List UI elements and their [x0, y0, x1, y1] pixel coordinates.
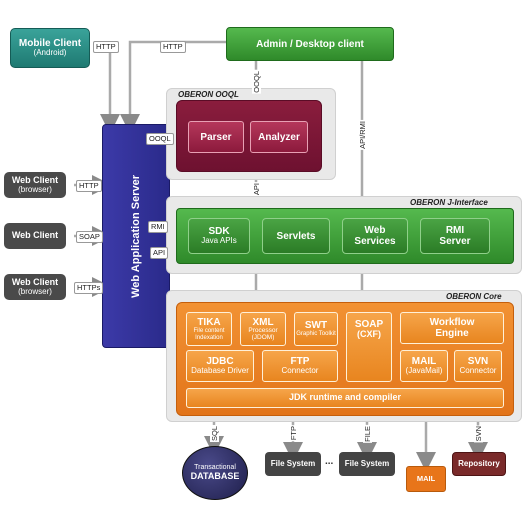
api-side-label: API [150, 247, 169, 259]
svn-box: SVN Connector [454, 350, 502, 382]
admin-client-title: Admin / Desktop client [256, 38, 364, 50]
ftp-label: FTP [290, 356, 310, 368]
svn-label: SVN [467, 356, 489, 368]
file-system-2-box: File System [339, 452, 395, 476]
web-client-1-box: Web Client (browser) [4, 172, 66, 198]
repository-label: Repository [458, 458, 500, 468]
ftp-sub: Connector [281, 366, 319, 376]
web-client-2-protocol: SOAP [76, 231, 103, 243]
tika-label: TIKA [197, 317, 221, 329]
xml-box: XML Processor (JDOM) [240, 312, 286, 346]
web-client-1-protocol: HTTP [76, 180, 102, 192]
ooql-panel-title: OBERON OOQL [178, 90, 239, 99]
soap-box: SOAP (CXF) [346, 312, 392, 382]
swt-label: SWT [304, 320, 328, 332]
jdbc-label: JDBC [206, 356, 234, 368]
svn-sub: Connector [459, 366, 497, 376]
sdk-label: SDK [208, 226, 230, 238]
servlets-label: Servlets [276, 230, 316, 242]
database-sub: Transactional [194, 464, 236, 472]
xml-sub: Processor (JDOM) [248, 326, 278, 341]
analyzer-label: Analyzer [258, 131, 300, 143]
mobile-client-box: Mobile Client (Android) [10, 28, 90, 68]
analyzer-box: Analyzer [250, 121, 308, 153]
ftp-conn-label: FTP [289, 425, 298, 442]
mobile-client-sub: (Android) [33, 48, 67, 58]
database-circle: Transactional DATABASE [182, 446, 248, 500]
web-client-2-title: Web Client [11, 230, 59, 241]
web-services-box: Web Services [342, 218, 408, 254]
tika-sub: File content Indexation [193, 328, 225, 341]
tika-box: TIKA File content Indexation [186, 312, 232, 346]
web-client-1-title: Web Client [11, 174, 59, 185]
api-rmi-label: API/RMI [358, 120, 367, 150]
mail-core-box: MAIL (JavaMail) [400, 350, 448, 382]
mail-core-sub: (JavaMail) [405, 366, 443, 376]
sdk-box: SDK Java APIs [188, 218, 250, 254]
web-client-3-sub: (browser) [18, 286, 52, 296]
parser-box: Parser [188, 121, 244, 153]
admin-http-label: HTTP [160, 41, 186, 53]
file-system-ellipsis: ... [325, 456, 334, 467]
file-system-1-label: File System [270, 458, 316, 468]
jdk-box: JDK runtime and compiler [186, 388, 504, 408]
mobile-client-title: Mobile Client [18, 38, 82, 50]
swt-sub: Graphic Toolkit [296, 331, 336, 338]
web-services-label: Web Services [354, 225, 396, 247]
jinterface-panel-title: OBERON J-Interface [410, 198, 488, 207]
jdbc-box: JDBC Database Driver [186, 350, 254, 382]
ooql-vertical-label: OOQL [252, 70, 261, 94]
parser-label: Parser [200, 131, 232, 143]
file-system-2-label: File System [344, 458, 390, 468]
soap-sub: (CXF) [357, 329, 381, 339]
web-client-3-box: Web Client (browser) [4, 274, 66, 300]
mobile-http-label: HTTP [93, 41, 119, 53]
ftp-box: FTP Connector [262, 350, 338, 382]
api-mid-label: API [252, 182, 261, 197]
web-app-server-box: Web Application Server [102, 124, 170, 348]
soap-label: SOAP [354, 319, 384, 330]
file-conn-label: FILE [363, 425, 372, 443]
core-panel-title: OBERON Core [446, 292, 502, 301]
mail-box: MAIL [406, 466, 446, 492]
workflow-label: Workflow Engine [429, 317, 475, 339]
swt-box: SWT Graphic Toolkit [294, 312, 338, 346]
mail-core-label: MAIL [411, 356, 437, 368]
database-label: DATABASE [190, 470, 240, 481]
admin-to-server-connector [120, 40, 226, 134]
admin-client-box: Admin / Desktop client [226, 27, 394, 61]
repository-box: Repository [452, 452, 506, 476]
jdk-label: JDK runtime and compiler [288, 392, 402, 403]
file-system-1-box: File System [265, 452, 321, 476]
rmi-label: RMI [148, 221, 168, 233]
web-client-2-box: Web Client [4, 223, 66, 249]
rmi-server-box: RMI Server [420, 218, 490, 254]
web-app-server-title: Web Application Server [129, 174, 142, 298]
web-client-3-protocol: HTTPs [74, 282, 104, 294]
xml-label: XML [252, 316, 274, 328]
rmi-server-label: RMI Server [439, 225, 471, 247]
sdk-sub: Java APIs [201, 236, 237, 246]
servlets-box: Servlets [262, 218, 330, 254]
sql-label: SQL [210, 425, 219, 443]
web-client-3-title: Web Client [11, 276, 59, 287]
svn-conn-label: SVN [474, 425, 483, 443]
mail-label: MAIL [416, 473, 436, 483]
jdbc-sub: Database Driver [191, 366, 249, 376]
workflow-box: Workflow Engine [400, 312, 504, 344]
ooql-side-label: OOQL [146, 133, 174, 145]
web-client-1-sub: (browser) [18, 184, 52, 194]
